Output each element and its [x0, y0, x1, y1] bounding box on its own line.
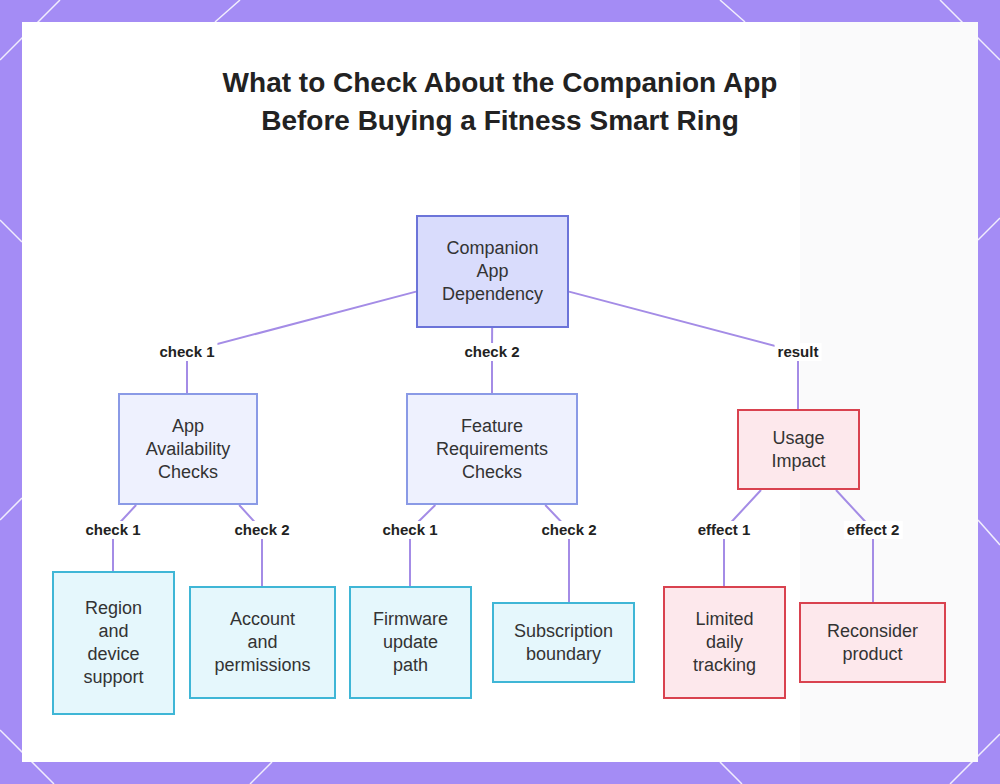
- node-label: Limited daily tracking: [679, 608, 770, 677]
- connector-line: [569, 292, 798, 409]
- node-label: App Availability Checks: [136, 415, 240, 484]
- node-label: Reconsider product: [813, 620, 932, 666]
- process-box: Reconsider product: [799, 602, 946, 683]
- connector-line: [239, 505, 262, 586]
- edge-label: check 2: [538, 521, 599, 539]
- connector-line: [187, 292, 416, 393]
- node-label: Usage Impact: [755, 427, 842, 473]
- node-label: Subscription boundary: [506, 620, 621, 666]
- connector-line: [410, 505, 435, 586]
- process-box: App Availability Checks: [118, 393, 258, 505]
- connector-line: [545, 505, 569, 602]
- process-box: Firmware update path: [349, 586, 472, 699]
- diagram-title: What to Check About the Companion App Be…: [220, 64, 780, 140]
- node-label: Companion App Dependency: [434, 237, 551, 306]
- node-label: Account and permissions: [214, 608, 310, 677]
- blurred-backdrop: [800, 22, 978, 762]
- process-box: Subscription boundary: [492, 602, 635, 683]
- process-box: Region and device support: [52, 571, 175, 715]
- edge-label: check 1: [82, 521, 143, 539]
- process-box: Limited daily tracking: [663, 586, 786, 699]
- edge-label: effect 2: [844, 521, 903, 539]
- white-card: [22, 22, 978, 762]
- process-box: Usage Impact: [737, 409, 860, 490]
- edge-label: check 1: [379, 521, 440, 539]
- edge-label: check 1: [156, 343, 217, 361]
- process-box: Account and permissions: [189, 586, 336, 699]
- edge-label: check 2: [231, 521, 292, 539]
- node-label: Region and device support: [74, 597, 153, 689]
- edge-label: check 2: [461, 343, 522, 361]
- process-box: Feature Requirements Checks: [406, 393, 578, 505]
- node-label: Firmware update path: [367, 608, 454, 677]
- process-box: Companion App Dependency: [416, 215, 569, 328]
- connector-line: [836, 490, 873, 602]
- edge-label: effect 1: [695, 521, 754, 539]
- node-label: Feature Requirements Checks: [424, 415, 560, 484]
- edge-label: result: [775, 343, 822, 361]
